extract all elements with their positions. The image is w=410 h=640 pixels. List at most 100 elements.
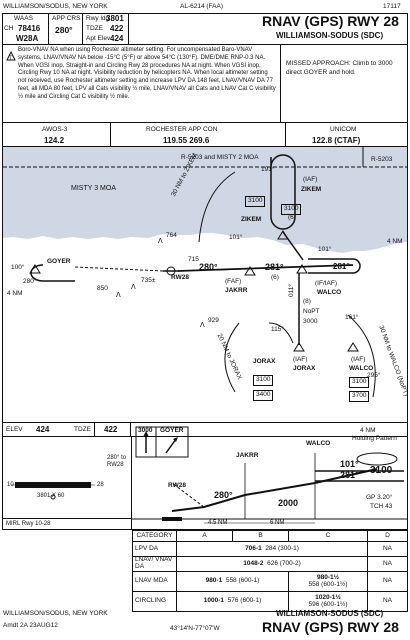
crs-101b-label: 101° [318,246,332,253]
awos-label: AWOS-3 [42,126,68,133]
crs-115-label: 115° [271,326,284,333]
page-number: 17117 [383,3,401,10]
profile-nm-4: 4 NM [360,427,376,434]
spot-735: 735± [141,277,156,284]
notes-text: Boro-VNAV NA when using Rochester altime… [18,47,276,100]
crs-281b-label: 281° [333,262,350,271]
jorax-label: JORAX [253,358,276,365]
alt-3400-label: 3400 [253,390,274,401]
minimums-table: CATEGORY A B C D LPV DA 706-1 284 (300-1… [132,530,408,612]
nm-4b-label: 4 NM [7,290,23,297]
apt-elev-label: Apt Elev [86,35,111,42]
lighting-label: MIRL Rwy 10-28 [6,521,51,527]
runway-right-number: 28 [97,482,104,488]
waas-id: W28A [16,34,39,43]
mins-row-label: LNAV MDA [132,571,177,592]
footer-location: WILLIAMSON/SODUS, NEW YORK [3,610,108,617]
vgsi-symbol-icon: T [6,48,16,62]
crs-280-label: 280° [199,262,218,272]
mins-value: 1000-1 [203,597,225,605]
tdze: 422 [110,24,124,33]
jakrr-faf-label: (FAF) [225,278,242,285]
mins-header-d: D [367,530,408,542]
footer-title: RNAV (GPS) RWY 28 [262,619,399,635]
crs-011-label: 011° [288,284,295,297]
mins-value-c-hat: 596 (600-1½) [308,600,348,608]
mins-header-category: CATEGORY [132,530,177,542]
crs-295-label: 295° [367,372,381,379]
zikem-label: ZIKEM [241,216,262,223]
mins-row-label: LNAV/ VNAV [135,556,173,564]
rwy-ldg-label: Rwy ldg [86,15,110,22]
crs-280-to-rw28: 280° to RW28 [107,455,127,468]
mins-cat-d: NA [367,591,408,612]
app-con-freq: 119.55 269.6 [163,136,210,145]
mins-row-label: LPV [135,544,148,552]
awos-freq: 124.2 [44,136,65,145]
tdze-strip-value: 422 [104,425,118,434]
mins-row-sub: DA [149,544,159,552]
unicom-freq: 122.8 (CTAF) [312,136,361,145]
svg-text:Λ: Λ [158,238,163,245]
missed-approach-text: MISSED APPROACH: Climb to 3000 direct GO… [286,60,393,76]
footer-airport: WILLIAMSON-SODUS (SDC) [276,609,384,618]
profile-view: 3000 GOYER WALCO JAKRR RW28 101° 3100 28… [132,423,408,530]
lighting-strip [2,519,132,530]
nm-4-label: 4 NM [387,238,403,245]
mins-value-c-hat: 558 (600-1½) [308,580,348,588]
table-row: LPV DA 706-1 284 (300-1) NA [132,541,408,557]
walco-iaf-label: (IF/IAF) [315,280,338,287]
profile-gp: GP 3.20° [366,494,393,501]
tdze-strip-label: TDZE [74,426,91,433]
spot-850: 850 [97,285,108,292]
mins-value-hat: 558 (600-1) [225,577,260,585]
zikem-dist: (6) [288,214,296,221]
svg-text:T: T [9,56,12,62]
zikem-alt-2: 3100 [281,204,302,215]
tdze-label: TDZE [86,25,103,32]
walco2-label: WALCO [349,365,374,372]
app-crs: 280° [55,25,73,35]
ch-label: CH [4,25,14,32]
profile-crs-281: 281° [340,470,359,480]
elev-label: ELEV [6,426,23,433]
jakrr-label: JAKRR [225,287,248,294]
mins-value-c: 980-1½ [316,573,340,581]
spot-715: 715 [188,256,199,263]
svg-text:Λ: Λ [200,322,205,329]
spot-764: 764 [166,232,177,239]
location-top: WILLIAMSON/SODUS, NEW YORK [3,3,108,10]
dist-8-label: (8) [303,298,311,305]
mins-value-c: 1020-1½ [315,593,341,601]
airspace-label-2: R-5203 [371,156,393,163]
mins-value: 706-1 [245,544,262,552]
mins-value-hat: 284 (300-1) [265,544,299,552]
unicom-label: UNICOM [330,126,357,133]
walco2-iaf-label: (IAF) [351,356,366,363]
zikem-alt-1: 3100 [245,196,266,207]
comms-box [2,123,408,147]
walco-label: WALCO [317,289,342,296]
plan-view-graphics: Λ Λ Λ Λ [3,147,407,398]
procedure-title: RNAV (GPS) RWY 28 [262,13,399,29]
airport-diagram: 3801 X 60 10 28 280° to RW28 [2,437,132,519]
profile-crs-280: 280° [214,490,233,500]
jorax-iaf-label: (IAF) [293,356,308,363]
spot-929: 929 [208,317,219,324]
app-crs-label: APP CRS [52,15,81,22]
alt-3100b-label: 3100 [349,377,370,388]
svg-text:Λ: Λ [116,292,121,299]
mins-cat-d: NA [367,556,408,572]
mins-header-a: A [176,530,233,542]
apt-elev: 424 [110,34,124,43]
profile-jakrr: JAKRR [236,452,259,459]
mins-cat-d: NA [367,571,408,592]
minimums-header-row: CATEGORY A B C D [132,530,408,542]
goyer-label: GOYER [47,258,71,265]
mins-row-sub: DA [135,563,145,570]
alt-3000-label: 3000 [303,318,318,325]
jorax-name: JORAX [293,365,316,372]
profile-dist-6: 6 NM [270,520,285,526]
header-box [2,13,408,45]
